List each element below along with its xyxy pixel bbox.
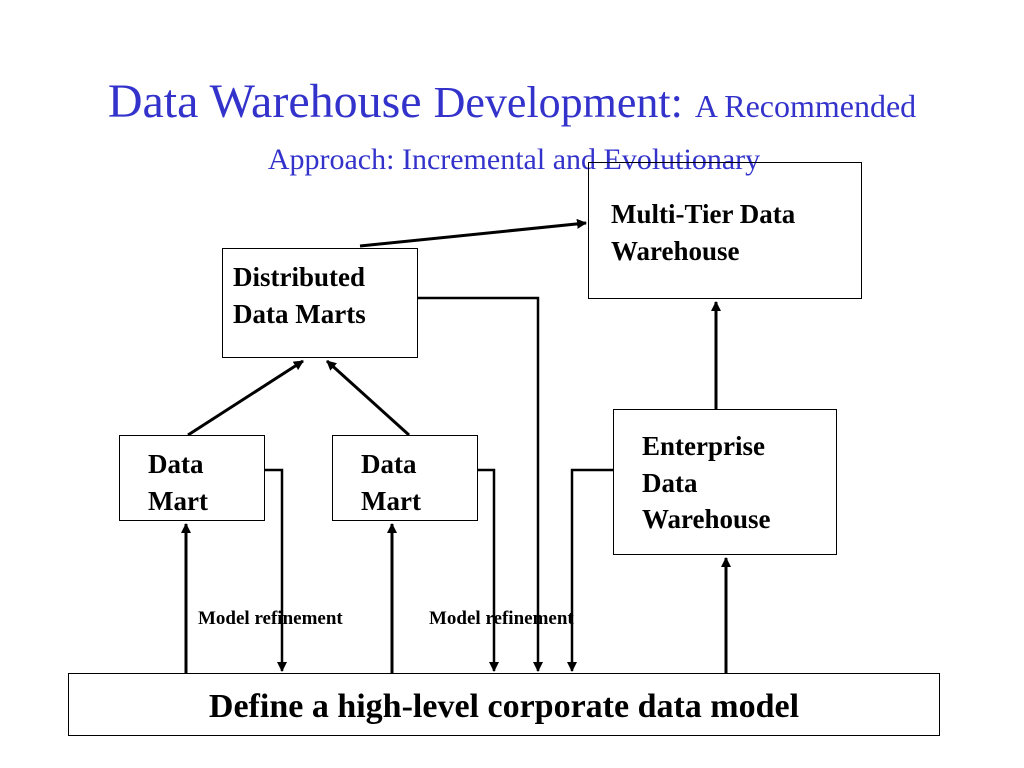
node-data-mart-1: Data Mart (119, 435, 265, 521)
edge-label-model-refinement-2: Model refinement (429, 608, 574, 629)
feedback-mart1-to-corporate (265, 468, 287, 672)
node-mart-2-line-1: Data (361, 449, 417, 479)
node-distributed-line-2: Data Marts (233, 298, 366, 329)
node-corporate-label: Define a high-level corporate data model (208, 688, 800, 725)
node-multi-tier-data-warehouse: Multi-Tier Data Warehouse (588, 162, 862, 299)
node-distributed-line-1: Distributed (233, 262, 366, 292)
edge-label-model-refinement-1: Model refinement (198, 608, 343, 629)
node-enterprise-line-1: Enterprise (642, 431, 765, 461)
arrow-mart1-to-distributed (187, 359, 304, 437)
arrow-mart2-to-distributed (325, 359, 411, 437)
title-part-2: Development: (433, 78, 683, 127)
arrow-distributed-to-multitier (359, 218, 587, 248)
node-mart-1-line-1: Data (148, 449, 204, 479)
node-mart-2-line-2: Mart (361, 485, 421, 516)
title-part-1: Data Warehouse (107, 75, 422, 128)
title-line-2: Approach: Incremental and Evolutionary (267, 143, 761, 176)
feedback-distributed-to-corporate (418, 296, 543, 672)
node-mart-1-line-2: Mart (148, 485, 208, 516)
title-part-3: A Recommended (694, 88, 917, 124)
node-enterprise-line-3: Warehouse (642, 504, 771, 535)
feedback-mart2-to-corporate (478, 468, 499, 672)
node-corporate-data-model: Define a high-level corporate data model (68, 673, 940, 736)
node-enterprise-line-2: Data (642, 467, 698, 498)
node-multi-tier-line-1: Multi-Tier Data (611, 199, 796, 229)
node-data-mart-2: Data Mart (332, 435, 478, 521)
node-multi-tier-line-2: Warehouse (611, 235, 740, 266)
node-distributed-data-marts: Distributed Data Marts (222, 248, 418, 358)
title-line-1: Data Warehouse Development: A Recommende… (0, 72, 1024, 136)
feedback-enterprise-to-corporate (567, 468, 613, 672)
node-enterprise-data-warehouse: Enterprise Data Warehouse (613, 409, 837, 555)
